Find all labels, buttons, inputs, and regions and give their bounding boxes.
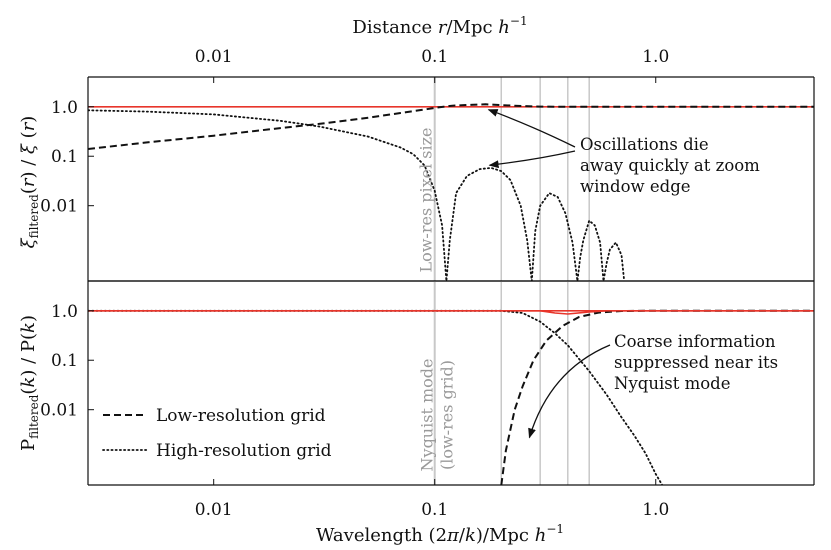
- top-panel-y-axis-title: ξfiltered(r) / ξ (r): [18, 116, 41, 249]
- top-ylabel-part-7: (: [18, 131, 39, 144]
- svg-text:Pfiltered(k) / P(k): Pfiltered(k) / P(k): [18, 315, 41, 451]
- bottom-panel-ytick-label-1: 0.1: [51, 351, 78, 371]
- top-panel-ytick-label-0: 0.01: [40, 197, 78, 217]
- top-axis-title-part-2: r: [438, 17, 448, 38]
- bottom-ylabel-part-3: (: [18, 388, 39, 395]
- top-ylabel-part-2: filtered: [27, 194, 41, 239]
- bottom-axis-title-part-4: k: [465, 525, 476, 546]
- bottom-axis-tick-label-1: 0.1: [421, 500, 448, 520]
- bottom-panel-series-solid-red: [88, 310, 814, 315]
- top-axis-title-part-1: Distance: [352, 17, 437, 38]
- bottom-panel-y-axis-title: Pfiltered(k) / P(k): [18, 315, 41, 451]
- bottom-ylabel-part-4: k: [18, 377, 39, 388]
- top-ylabel-part-4: r: [18, 177, 39, 187]
- bottom-axis-title-part-5: )/Mpc: [476, 525, 535, 546]
- top-axis-title-part-4: h: [498, 17, 510, 38]
- bottom-axis-title: Wavelength (2π/k)/Mpc h−1: [316, 522, 564, 546]
- bottom-panel-vertical-label-line-1: (low-res grid): [438, 360, 457, 470]
- top-panel-vertical-label: Low-res pixel size: [417, 127, 436, 272]
- svg-text:ξfiltered(r) / ξ (r): ξfiltered(r) / ξ (r): [18, 116, 41, 249]
- top-axis-title-part-3: /Mpc: [446, 17, 498, 38]
- bottom-axis-tick-label-2: 1.0: [642, 500, 669, 520]
- top-ylabel-part-5: ) /: [18, 154, 39, 179]
- bottom-axis-title-part-7: −1: [546, 522, 564, 536]
- annotation-1-line-1: away quickly at zoom: [580, 156, 760, 175]
- svg-text:Wavelength (2π/k)/Mpc h−1: Wavelength (2π/k)/Mpc h−1: [316, 522, 564, 546]
- bottom-panel-series-dashed: [500, 309, 814, 485]
- bottom-ylabel-part-5: ) / P(: [18, 333, 39, 377]
- top-tick-labels: 0.01 0.1 1.0: [195, 47, 670, 67]
- top-axis-tick-label-1: 0.1: [421, 47, 448, 67]
- bottom-axis-tick-label-0: 0.01: [195, 500, 233, 520]
- annotation-1-arrow-2: [488, 150, 576, 169]
- top-panel-plot-area: [88, 77, 814, 281]
- svg-text:Distance r/Mpc h−1: Distance r/Mpc h−1: [352, 14, 527, 38]
- bottom-ylabel-part-6: k: [18, 322, 39, 333]
- top-ylabel-part-1: ξ: [18, 237, 39, 248]
- top-panel-series-dashed: [88, 103, 814, 150]
- annotation-2-line-2: Nyquist mode: [614, 374, 730, 393]
- annotation-1-line-2: window edge: [580, 177, 691, 196]
- bottom-tick-labels: 0.01 0.1 1.0: [195, 500, 670, 520]
- top-axis-tick-label-2: 1.0: [642, 47, 669, 67]
- bottom-panel-series-dotted: [88, 309, 664, 485]
- legend-label-1: High-resolution grid: [156, 441, 332, 461]
- legend-label-0: Low-resolution grid: [156, 406, 326, 426]
- annotations: Oscillations die away quickly at zoom wind…: [487, 109, 778, 439]
- bottom-axis-title-part-3: /: [459, 525, 466, 546]
- bottom-panel-plot-area: [88, 281, 814, 485]
- top-ylabel-part-9: ): [18, 116, 39, 123]
- annotation-2-line-0: Coarse information: [614, 332, 776, 351]
- bottom-ylabel-part-7: ): [18, 315, 39, 322]
- annotation-1-arrow-1: [487, 109, 576, 148]
- top-axis-title-part-5: −1: [510, 14, 528, 28]
- bottom-axis-title-part-1: Wavelength (2: [316, 525, 447, 546]
- bottom-panel-ytick-label-0: 0.01: [40, 401, 78, 421]
- annotation-1-line-0: Oscillations die: [580, 135, 709, 154]
- bottom-axis-title-part-2: π: [446, 525, 460, 546]
- bottom-axis-title-part-6: h: [535, 525, 547, 546]
- top-ylabel-part-6: ξ: [18, 143, 39, 154]
- top-panel-series-dotted: [88, 109, 626, 281]
- bottom-panel-vertical-label-line-0: Nyquist mode: [418, 359, 437, 472]
- top-axis-tick-label-0: 0.01: [195, 47, 233, 67]
- top-ylabel-part-8: r: [18, 121, 39, 131]
- bottom-ylabel-part-2: filtered: [27, 394, 41, 439]
- top-axis-title: Distance r/Mpc h−1: [352, 14, 527, 38]
- top-panel-ytick-label-1: 0.1: [51, 147, 78, 167]
- annotation-2-arrow: [528, 344, 611, 439]
- bottom-ylabel-part-1: P: [18, 439, 39, 451]
- bottom-panel-ytick-label-2: 1.0: [51, 302, 78, 322]
- top-panel-ytick-label-2: 1.0: [51, 98, 78, 118]
- annotation-2-line-1: suppressed near its: [614, 353, 778, 372]
- top-ylabel-part-3: (: [18, 187, 39, 194]
